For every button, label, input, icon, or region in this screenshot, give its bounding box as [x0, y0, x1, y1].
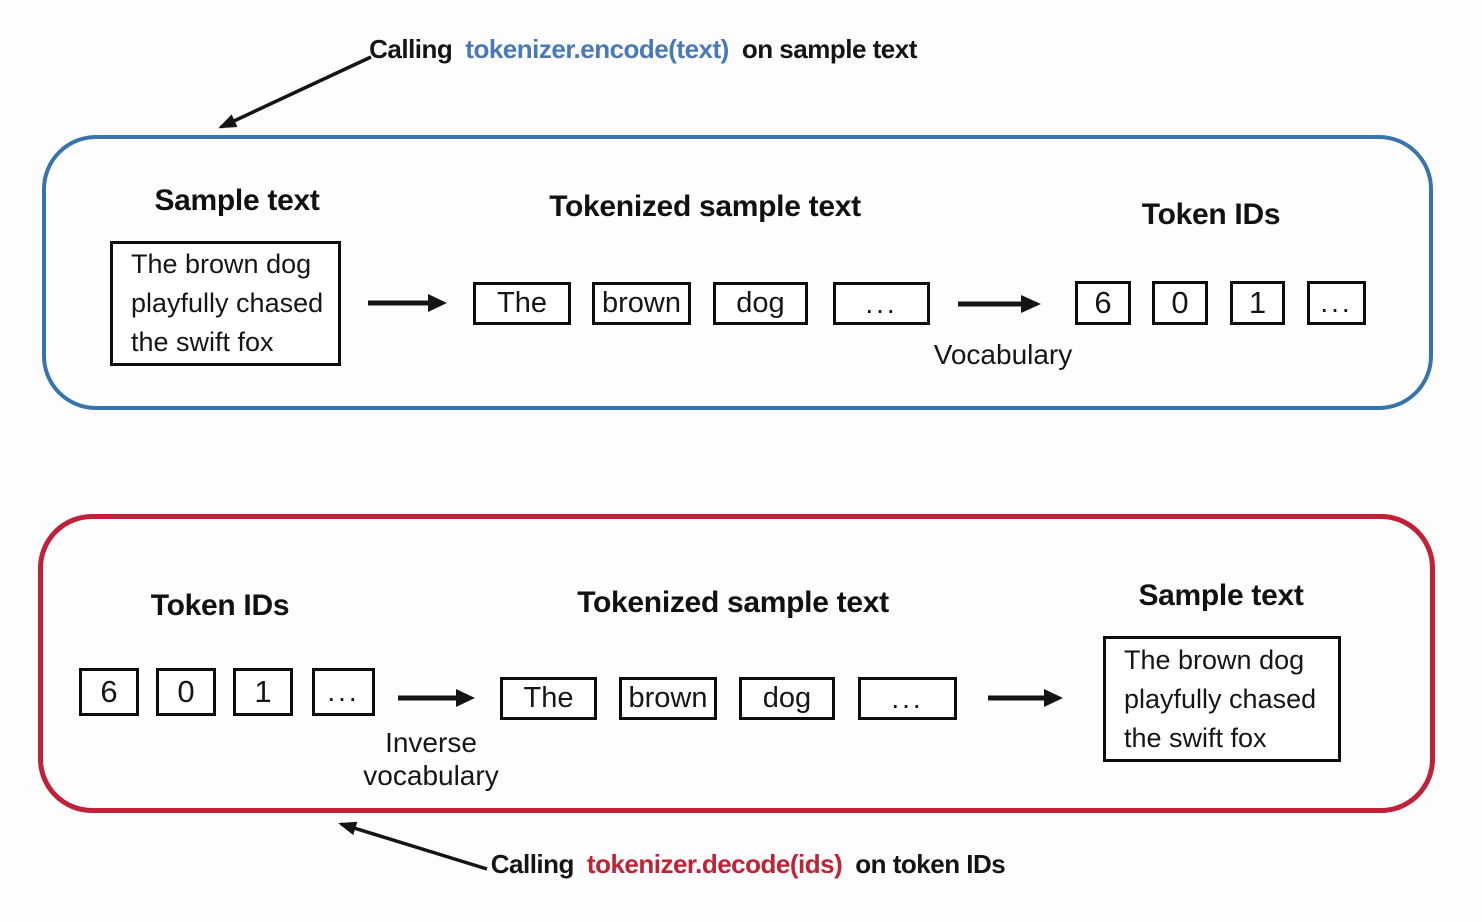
encode-token-cell: dog	[713, 282, 808, 325]
encode-token-ids-heading: Token IDs	[1141, 198, 1281, 231]
encode-arrow-2	[958, 295, 1041, 313]
encode-token-cell: brown	[592, 282, 691, 325]
decode-token-cell: brown	[619, 677, 717, 720]
encode-token-ellipsis-cell: ...	[833, 282, 930, 325]
encode-sample-heading: Sample text	[154, 184, 320, 217]
decode-id-ellipsis-cell: ...	[312, 668, 375, 716]
encode-id-cell: 0	[1152, 281, 1208, 325]
decode-id-cell: 0	[156, 668, 216, 716]
decode-call-code: tokenizer.decode(ids)	[586, 849, 843, 879]
decode-token-cell: dog	[739, 677, 835, 720]
decode-id-cell: 6	[79, 668, 139, 716]
decode-annotation-arrow	[338, 821, 488, 871]
encode-id-cell: 6	[1075, 281, 1131, 325]
decode-id-cell: 1	[233, 668, 293, 716]
decode-annotation-prefix: Calling	[490, 849, 575, 879]
decode-sample-heading: Sample text	[1138, 579, 1304, 612]
decode-token-cell: The	[500, 677, 597, 720]
decode-arrow-2	[988, 689, 1063, 707]
encode-sample-textbox: The brown dog playfully chased the swift…	[110, 241, 341, 366]
encode-annotation-arrow	[218, 55, 372, 129]
decode-annotation-suffix: on token IDs	[855, 849, 1006, 879]
encode-token-cell: The	[473, 282, 571, 325]
decode-arrow-1	[398, 689, 475, 707]
decode-sample-text: The brown dog playfully chased the swift…	[1124, 644, 1317, 753]
encode-call-code: tokenizer.encode(text)	[465, 34, 729, 64]
decode-tokenized-heading: Tokenized sample text	[577, 586, 889, 619]
encode-annotation: Calling tokenizer.encode(text) on sample…	[369, 34, 917, 65]
encode-arrow-1	[368, 294, 447, 312]
encode-sample-text: The brown dog playfully chased the swift…	[131, 249, 324, 357]
encode-id-cell: 1	[1230, 281, 1285, 325]
encode-annotation-suffix: on sample text	[741, 34, 918, 64]
vocabulary-label: Vocabulary	[933, 339, 1073, 370]
decode-token-ids-heading: Token IDs	[150, 589, 290, 622]
encode-annotation-prefix: Calling	[369, 34, 453, 64]
encode-id-ellipsis-cell: ...	[1307, 281, 1366, 325]
encode-tokenized-heading: Tokenized sample text	[549, 190, 861, 223]
decode-sample-textbox: The brown dog playfully chased the swift…	[1103, 636, 1341, 762]
decode-annotation: Calling tokenizer.decode(ids) on token I…	[491, 849, 1006, 880]
decode-token-ellipsis-cell: ...	[858, 677, 957, 720]
inverse-vocabulary-label: Inverse vocabulary	[363, 727, 499, 791]
